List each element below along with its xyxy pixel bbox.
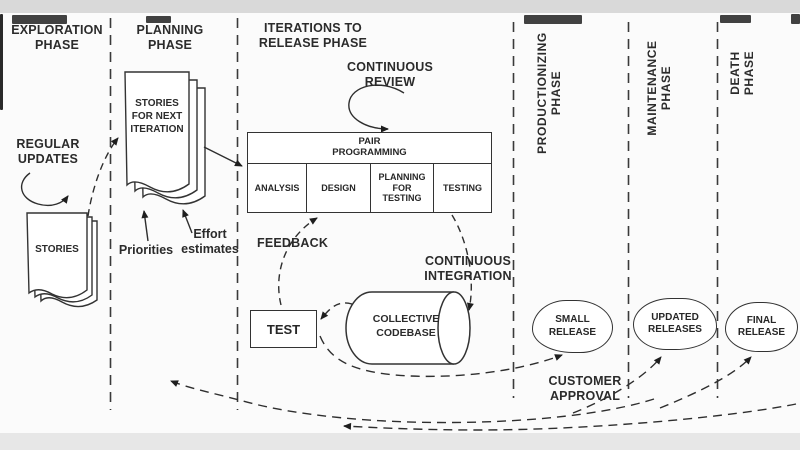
arrow-codebase-to-test <box>320 302 353 320</box>
collective-codebase-label: COLLECTIVE CODEBASE <box>372 313 440 339</box>
arrow-feedback-test-to-table <box>278 217 318 306</box>
arrow-priorities <box>141 210 149 242</box>
updated-releases-bubble: UPDATED RELEASES <box>633 298 717 350</box>
activity-cell-planning-for-testing: PLANNING FOR TESTING <box>371 164 434 212</box>
arrow-final-feedback-bottom <box>343 403 797 431</box>
phase-header-planning: PLANNING PHASE <box>136 23 204 52</box>
stories-next-iteration-stack <box>124 71 206 205</box>
continuous-review-label: CONTINUOUS REVIEW <box>346 60 434 89</box>
priorities-label: Priorities <box>118 243 174 257</box>
phase-header-maintenance: MAINTENANCE PHASE <box>644 40 673 136</box>
arrow-stack-to-analysis <box>203 146 243 167</box>
test-box: TEST <box>250 310 317 348</box>
arrow-effort-estimates <box>182 209 193 234</box>
scan-artifact <box>720 15 751 23</box>
pair-programming-table: PAIR PROGRAMMING ANALYSIS DESIGN PLANNIN… <box>247 132 492 213</box>
scan-band-bottom <box>0 433 800 450</box>
arrow-continuous-review-loop <box>348 84 405 133</box>
regular-updates-label: REGULAR UPDATES <box>16 137 80 166</box>
activity-cell-design: DESIGN <box>307 164 371 212</box>
arrow-release-feedback-to-planning <box>170 380 655 424</box>
feedback-label: FEEDBACK <box>257 236 329 250</box>
small-release-bubble: SMALL RELEASE <box>532 300 613 353</box>
phase-divider-lines <box>109 18 719 410</box>
phase-header-iterations: ITERATIONS TO RELEASE PHASE <box>258 21 368 50</box>
customer-approval-label: CUSTOMER APPROVAL <box>548 374 622 403</box>
stories-label: STORIES <box>35 244 79 255</box>
scan-band-top <box>0 0 800 13</box>
stories-document-stack <box>26 212 98 308</box>
collective-codebase-cylinder <box>345 291 471 365</box>
scan-artifact <box>146 16 171 23</box>
stories-next-iteration-label: STORIES FOR NEXT ITERATION <box>130 98 184 135</box>
arrow-to-updated-releases <box>572 356 662 414</box>
final-release-bubble: FINAL RELEASE <box>725 302 798 352</box>
phase-header-exploration: EXPLORATION PHASE <box>11 23 103 52</box>
arrow-to-final-release <box>659 356 752 409</box>
arrow-stories-to-next-iteration <box>87 137 119 217</box>
continuous-integration-label: CONTINUOUS INTEGRATION <box>424 254 512 283</box>
pair-programming-header: PAIR PROGRAMMING <box>248 133 491 164</box>
scan-artifact <box>12 15 67 24</box>
arrow-continuous-integration <box>451 214 474 311</box>
phase-header-death: DEATH PHASE <box>727 50 756 96</box>
activity-cell-testing: TESTING <box>442 182 482 193</box>
phase-header-productionizing: PRODUCTIONIZING PHASE <box>534 32 563 154</box>
arrow-regular-updates-loop <box>20 172 69 207</box>
scan-artifact <box>791 14 800 24</box>
scan-artifact <box>524 15 582 24</box>
activity-cell-analysis: ANALYSIS <box>248 164 307 212</box>
scan-artifact <box>0 14 3 110</box>
effort-estimates-label: Effort estimates <box>181 227 239 256</box>
